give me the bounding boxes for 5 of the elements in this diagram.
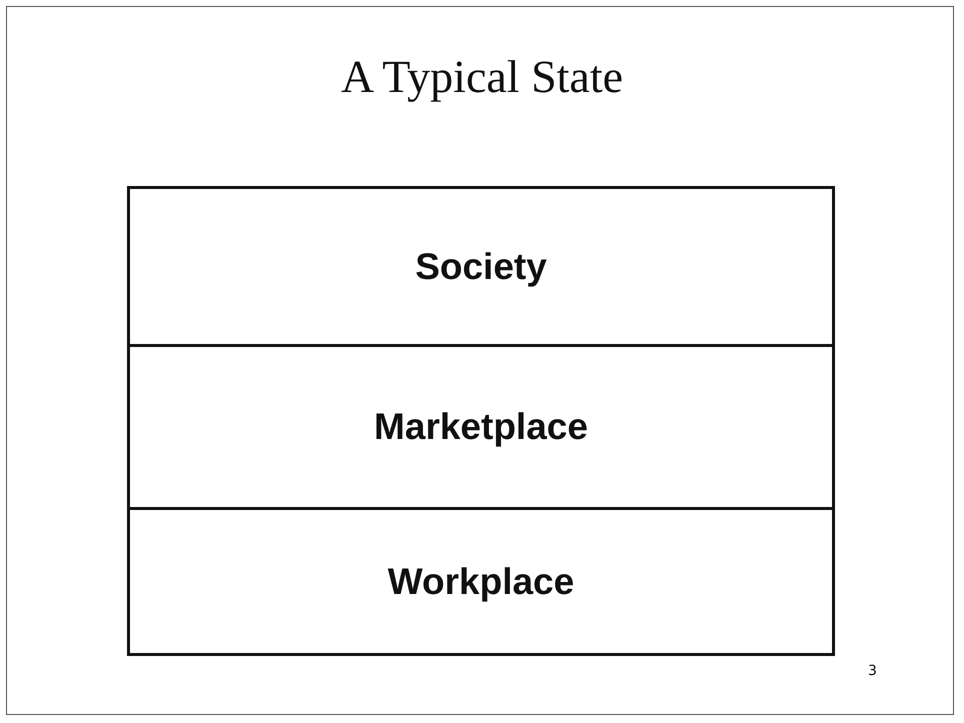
layer-label: Society — [415, 246, 547, 288]
page-number: 3 — [868, 663, 877, 679]
layer-label: Workplace — [388, 560, 574, 602]
layer-label: Marketplace — [374, 406, 588, 448]
slide-title: A Typical State — [340, 50, 624, 103]
